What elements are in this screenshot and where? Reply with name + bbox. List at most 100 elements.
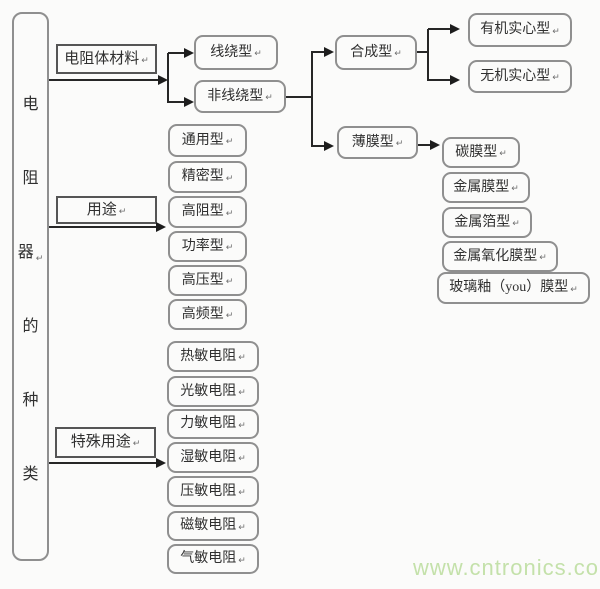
paragraph-mark-icon: ↵ (238, 488, 246, 498)
node-label: 有机实心型 (480, 22, 551, 37)
node-label: 碳膜型 (455, 144, 498, 160)
connector-line (312, 51, 325, 53)
root-char: 的 (22, 312, 38, 336)
watermark: www.cntronics.com (413, 555, 600, 580)
root-char-text: 的 (22, 317, 39, 335)
node-force-sensitive: 力敏电阻↵ (167, 409, 259, 439)
node-special-usage: 特殊用途↵ (55, 427, 156, 458)
node-label: 非线绕型 (207, 88, 264, 104)
node-thermistor: 热敏电阻↵ (167, 341, 259, 372)
connector-line (286, 96, 313, 98)
paragraph-mark-icon: ↵ (511, 184, 519, 194)
arrowhead-icon (184, 48, 194, 58)
arrowhead-icon (450, 75, 460, 85)
node-thin-film: 薄膜型↵ (337, 126, 418, 159)
node-label: 湿敏电阻 (180, 449, 237, 465)
paragraph-mark-icon: ↵ (132, 439, 141, 449)
node-carbon-film: 碳膜型↵ (442, 137, 520, 168)
node-high-resistance-type: 高阻型↵ (168, 196, 247, 228)
connector-line (167, 53, 169, 103)
node-label: 热敏电阻 (180, 348, 237, 364)
paragraph-mark-icon: ↵ (552, 73, 560, 83)
paragraph-mark-icon: ↵ (225, 243, 234, 253)
node-label: 无机实心型 (480, 68, 551, 84)
node-material: 电阻体材料↵ (56, 44, 157, 74)
root-char: 类 (22, 460, 38, 484)
node-label: 高阻型 (181, 204, 224, 219)
node-wire-wound: 线绕型↵ (194, 35, 278, 70)
paragraph-mark-icon: ↵ (499, 149, 507, 159)
paragraph-mark-icon: ↵ (254, 49, 262, 59)
node-label: 压敏电阻 (180, 483, 237, 499)
paragraph-mark-icon: ↵ (141, 55, 149, 66)
node-label: 合成型 (350, 44, 393, 60)
node-label: 玻璃釉（you）膜型 (449, 280, 569, 295)
connector-line (49, 462, 157, 464)
root-char-text: 类 (22, 465, 39, 483)
root-char: 器↵ (17, 238, 44, 264)
node-power-type: 功率型↵ (168, 231, 247, 262)
arrowhead-icon (450, 24, 460, 34)
node-label: 金属箔型 (454, 214, 511, 230)
node-general-type: 通用型↵ (168, 124, 247, 157)
node-label: 光敏电阻 (180, 383, 237, 399)
connector-line (168, 52, 184, 54)
paragraph-mark-icon: ↵ (238, 420, 246, 431)
connector-line (49, 226, 157, 228)
node-label: 特殊用途 (70, 434, 131, 450)
node-composite: 合成型↵ (335, 35, 417, 70)
node-label: 力敏电阻 (180, 416, 237, 431)
node-metal-film: 金属膜型↵ (442, 172, 530, 203)
connector-line (428, 28, 452, 30)
node-label: 线绕型 (210, 44, 253, 60)
paragraph-mark-icon: ↵ (225, 311, 234, 321)
paragraph-mark-icon: ↵ (238, 555, 246, 566)
paragraph-mark-icon: ↵ (539, 253, 547, 263)
root-char-text: 器 (17, 243, 34, 261)
node-high-frequency-type: 高频型↵ (168, 299, 247, 330)
connector-line (312, 145, 325, 147)
paragraph-mark-icon: ↵ (570, 284, 578, 295)
node-metal-foil: 金属箔型↵ (442, 207, 532, 238)
root-char: 种 (22, 386, 38, 410)
root-char: 电 (22, 90, 38, 114)
paragraph-mark-icon: ↵ (552, 26, 560, 37)
node-humidity-sensitive: 湿敏电阻↵ (167, 442, 259, 473)
paragraph-mark-icon: ↵ (225, 173, 234, 184)
paragraph-mark-icon: ↵ (238, 454, 246, 464)
paragraph-mark-icon: ↵ (225, 277, 234, 287)
node-gas-sensitive: 气敏电阻↵ (167, 544, 259, 574)
node-magnetic-sensitive: 磁敏电阻↵ (167, 511, 259, 541)
arrowhead-icon (156, 222, 166, 232)
node-label: 金属氧化膜型 (453, 248, 538, 264)
paragraph-mark-icon: ↵ (394, 49, 402, 59)
node-label: 电阻体材料 (64, 50, 140, 67)
paragraph-mark-icon: ↵ (238, 388, 246, 398)
paragraph-mark-icon: ↵ (225, 208, 234, 219)
connector-line (49, 79, 160, 81)
node-voltage-sensitive: 压敏电阻↵ (167, 476, 259, 507)
paragraph-mark-icon: ↵ (35, 253, 44, 264)
arrowhead-icon (430, 140, 440, 150)
paragraph-mark-icon: ↵ (238, 353, 246, 363)
arrowhead-icon (156, 458, 166, 468)
arrowhead-icon (184, 97, 194, 107)
node-inorganic-solid: 无机实心型↵ (468, 60, 572, 93)
arrowhead-icon (324, 47, 334, 57)
node-label: 高频型 (181, 306, 224, 322)
root-char: 阻 (22, 164, 38, 188)
node-metal-oxide-film: 金属氧化膜型↵ (442, 241, 558, 272)
paragraph-mark-icon: ↵ (395, 139, 404, 149)
paragraph-mark-icon: ↵ (238, 522, 246, 533)
node-label: 高压型 (181, 272, 224, 288)
node-high-voltage-type: 高压型↵ (168, 265, 247, 296)
paragraph-mark-icon: ↵ (118, 206, 127, 217)
connector-line (427, 29, 429, 81)
node-label: 薄膜型 (351, 134, 394, 150)
root-char-text: 种 (22, 391, 39, 409)
node-organic-solid: 有机实心型↵ (468, 13, 572, 47)
root-box-resistor-types: 电 阻 器↵ 的 种 类 (12, 12, 49, 561)
node-label: 金属膜型 (453, 179, 510, 195)
paragraph-mark-icon: ↵ (512, 219, 520, 229)
